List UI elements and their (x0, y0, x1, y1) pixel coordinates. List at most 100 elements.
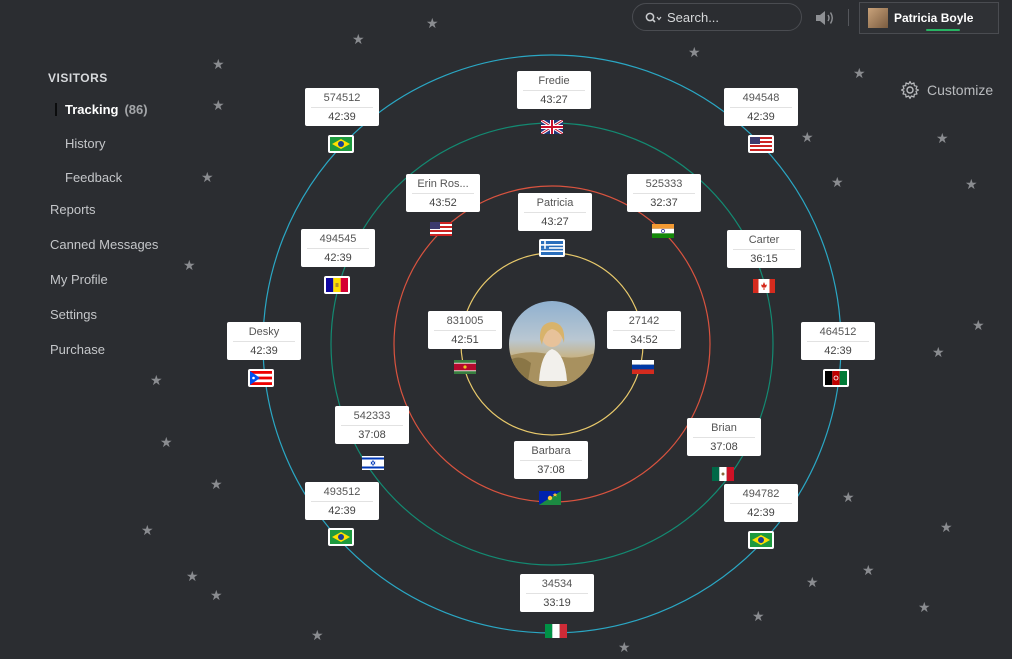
visitor-name: 494548 (742, 92, 780, 104)
visitor-time: 42:39 (250, 345, 278, 357)
visitor-name: 27142 (628, 315, 660, 327)
visitor-time: 37:08 (537, 464, 565, 476)
search-box[interactable] (632, 3, 802, 31)
country-flag-icon[interactable] (454, 360, 476, 374)
visitor-time: 42:39 (328, 505, 356, 517)
sidebar-item-canned-messages[interactable]: Canned Messages (50, 237, 159, 252)
visitor-name: 574512 (323, 92, 361, 104)
sidebar-item-tracking[interactable]: Tracking(86) (65, 102, 148, 117)
visitor-card[interactable]: 494782 42:39 (724, 484, 798, 522)
visitor-name: Carter (748, 234, 780, 246)
visitors-section-title: VISITORS (48, 71, 108, 85)
visitor-card[interactable]: 831005 42:51 (428, 311, 502, 349)
visitor-card[interactable]: 493512 42:39 (305, 482, 379, 520)
card-divider (307, 248, 369, 249)
visitor-time: 42:39 (824, 345, 852, 357)
divider (848, 9, 849, 26)
customize-label: Customize (927, 82, 994, 98)
visitor-name: 34534 (541, 578, 573, 590)
visitor-time: 42:39 (328, 111, 356, 123)
visitor-card[interactable]: Erin Ros...43:52 (406, 174, 480, 212)
search-input[interactable] (667, 8, 791, 26)
visitor-name: 831005 (446, 315, 484, 327)
active-item-marker (55, 103, 57, 116)
country-flag-icon[interactable] (328, 135, 354, 153)
card-divider (730, 107, 792, 108)
country-flag-icon[interactable] (430, 222, 452, 236)
visitor-card[interactable]: 464512 42:39 (801, 322, 875, 360)
visitor-card[interactable]: 34534 33:19 (520, 574, 594, 612)
visitor-card[interactable]: 542333 37:08 (335, 406, 409, 444)
card-divider (733, 249, 795, 250)
visitor-name: 542333 (353, 410, 391, 422)
visitor-card[interactable]: Desky 42:39 (227, 322, 301, 360)
tracking-count: (86) (124, 102, 148, 117)
country-flag-icon[interactable] (632, 360, 654, 374)
agent-avatar (509, 301, 595, 387)
visitor-time: 42:39 (747, 507, 775, 519)
country-flag-icon[interactable] (652, 224, 674, 238)
card-divider (341, 425, 403, 426)
avatar (868, 8, 888, 28)
sidebar-item-reports[interactable]: Reports (50, 202, 96, 217)
country-flag-icon[interactable] (712, 467, 734, 481)
card-divider (526, 593, 588, 594)
sidebar-item-my-profile[interactable]: My Profile (50, 272, 108, 287)
search-icon (645, 12, 662, 23)
visitor-time: 42:51 (451, 334, 479, 346)
country-flag-icon[interactable] (328, 528, 354, 546)
country-flag-icon[interactable] (545, 624, 567, 638)
country-flag-icon[interactable] (748, 135, 774, 153)
visitor-name: 464512 (819, 326, 857, 338)
country-flag-icon[interactable] (748, 531, 774, 549)
user-name: Patricia Boyle (894, 11, 974, 25)
sidebar-item-purchase[interactable]: Purchase (50, 342, 105, 357)
country-flag-icon[interactable] (753, 279, 775, 293)
visitor-card[interactable]: Barbara 37:08 (514, 441, 588, 479)
country-flag-icon[interactable] (248, 369, 274, 387)
country-flag-icon[interactable] (539, 239, 565, 257)
visitor-time: 34:52 (630, 334, 658, 346)
visitor-time: 42:39 (324, 252, 352, 264)
visitor-card[interactable]: Carter 36:15 (727, 230, 801, 268)
card-divider (412, 193, 474, 194)
visitor-name: 494782 (742, 488, 780, 500)
visitor-card[interactable]: 494545 42:39 (301, 229, 375, 267)
visitor-card[interactable]: 574512 42:39 (305, 88, 379, 126)
visitor-time: 33:19 (543, 597, 571, 609)
card-divider (311, 501, 373, 502)
card-divider (730, 503, 792, 504)
visitor-name: 493512 (323, 486, 361, 498)
visitor-name: Patricia (536, 197, 574, 209)
visitor-card[interactable]: 27142 34:52 (607, 311, 681, 349)
gear-icon (900, 80, 920, 100)
sidebar-item-history[interactable]: History (65, 136, 106, 151)
sidebar-item-settings[interactable]: Settings (50, 307, 97, 322)
online-indicator (926, 29, 960, 31)
card-divider (633, 193, 695, 194)
country-flag-icon[interactable] (541, 120, 563, 134)
visitor-name: Brian (711, 422, 737, 434)
visitor-time: 43:27 (540, 94, 568, 106)
visitor-time: 36:15 (750, 253, 778, 265)
visitor-name: Barbara (531, 445, 571, 457)
visitor-name: 494545 (319, 233, 357, 245)
card-divider (693, 437, 755, 438)
visitor-name: 525333 (645, 178, 683, 190)
speaker-icon[interactable] (814, 9, 836, 32)
country-flag-icon[interactable] (823, 369, 849, 387)
user-menu[interactable]: Patricia Boyle (859, 2, 999, 34)
visitor-name: Desky (248, 326, 280, 338)
country-flag-icon[interactable] (362, 456, 384, 470)
card-divider (523, 90, 585, 91)
country-flag-icon[interactable] (539, 491, 561, 505)
visitor-time: 37:08 (358, 429, 386, 441)
sidebar-item-feedback[interactable]: Feedback (65, 170, 123, 185)
country-flag-icon[interactable] (324, 276, 350, 294)
sidebar: VISITORS Tracking(86) History Feedback R… (0, 0, 220, 659)
